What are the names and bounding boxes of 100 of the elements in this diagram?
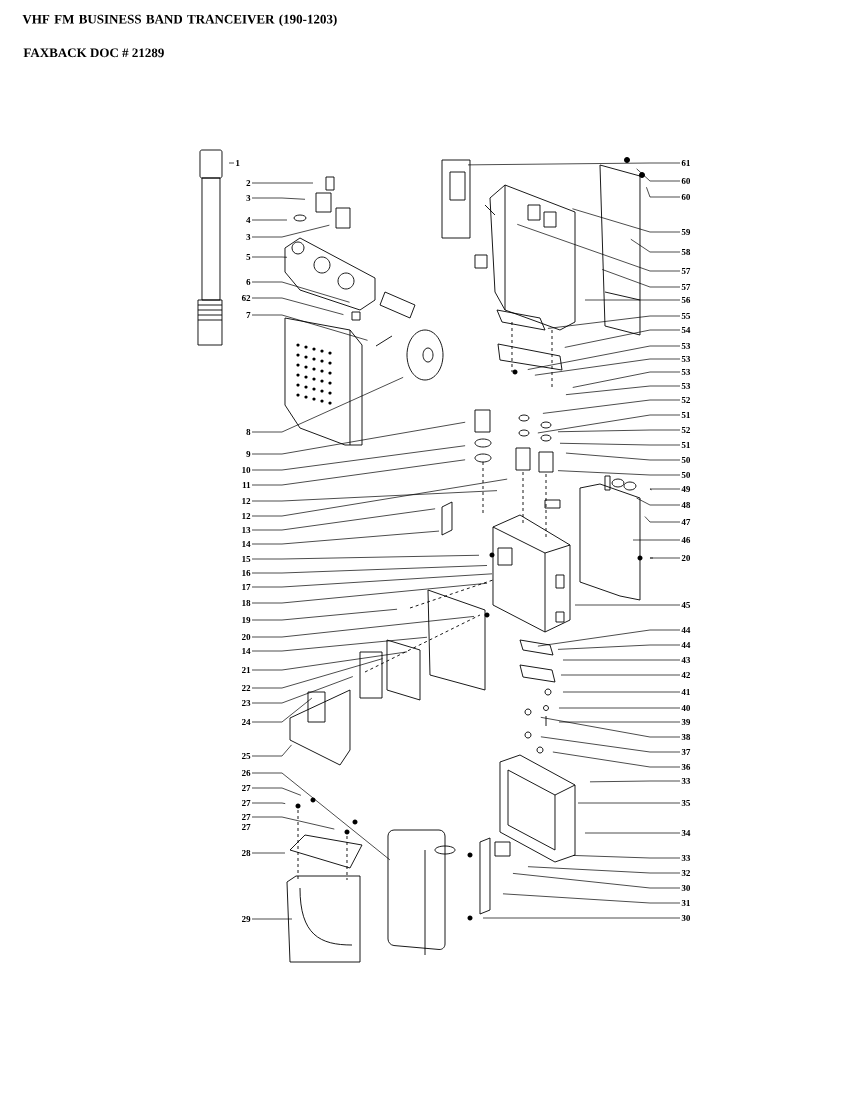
leader-line	[564, 329, 681, 348]
leader-line	[251, 582, 488, 604]
callout-number: 57	[681, 284, 691, 290]
leader-line	[601, 269, 681, 288]
leader-line	[251, 816, 335, 830]
callout-number: 35	[681, 800, 691, 807]
callout-number: 39	[681, 719, 691, 726]
callout-number: 62	[241, 295, 251, 302]
callout-number: 61	[681, 160, 690, 167]
leader-line	[251, 508, 436, 531]
leader-line	[572, 371, 681, 388]
leader-line	[251, 608, 398, 621]
callout-number: 37	[681, 749, 691, 756]
leader-line	[251, 314, 368, 341]
leader-line	[251, 636, 428, 652]
leader-line	[251, 256, 288, 258]
leader-line	[251, 459, 466, 486]
callout-number: 27	[242, 824, 251, 830]
leader-line	[557, 429, 681, 433]
callout-number: 5	[246, 254, 251, 260]
leader-line	[251, 787, 302, 796]
callout-number: 50	[681, 471, 691, 479]
callout-number: 55	[681, 313, 691, 319]
callout-number: 54	[681, 327, 691, 333]
leader-line	[632, 539, 681, 541]
leader-line	[636, 168, 681, 182]
callout-number: 23	[242, 700, 251, 707]
leader-line	[540, 736, 681, 753]
callout-number: 27	[242, 800, 251, 806]
leader-line	[251, 554, 480, 560]
callout-number: 29	[242, 916, 251, 923]
leader-line	[649, 557, 681, 559]
callout-number: 27	[242, 814, 251, 820]
callout-number: 14	[242, 541, 251, 547]
leader-line	[482, 917, 681, 919]
leader-line	[537, 629, 681, 647]
callout-number: 57	[681, 268, 691, 274]
leader-line	[527, 866, 681, 874]
callout-number: 30	[681, 884, 691, 892]
callout-number: 40	[681, 704, 691, 712]
callout-number: 53	[681, 383, 691, 390]
leader-line	[630, 238, 681, 253]
leader-line	[584, 299, 681, 301]
leader-line	[558, 721, 681, 723]
callout-number: 43	[681, 657, 691, 664]
leader-line	[251, 281, 350, 303]
leader-line	[251, 744, 292, 757]
callout-number: 48	[681, 501, 691, 509]
leader-line	[251, 697, 313, 723]
callout-number: 47	[681, 519, 691, 525]
callout-number: 53	[681, 343, 691, 350]
callout-number: 59	[681, 229, 691, 236]
leader-line	[562, 659, 681, 661]
callout-number: 56	[681, 297, 691, 304]
callout-number: 33	[681, 855, 691, 862]
leader-line	[547, 315, 681, 329]
callout-number: 18	[242, 599, 251, 607]
leader-line	[534, 358, 681, 376]
leader-line	[527, 345, 681, 370]
callout-number: 19	[242, 617, 251, 624]
leader-line	[589, 780, 681, 783]
leader-line	[537, 414, 681, 434]
callout-number: 30	[681, 914, 691, 922]
leader-line	[572, 855, 681, 859]
leader-line	[644, 516, 681, 523]
callout-number: 45	[681, 602, 691, 608]
leader-line	[251, 445, 466, 471]
callout-number: 2	[246, 180, 251, 186]
leader-line	[577, 802, 681, 804]
leader-line	[565, 452, 681, 461]
leader-line	[251, 772, 391, 861]
callout-number: 10	[242, 466, 251, 474]
leader-line	[512, 873, 681, 889]
callout-number: 3	[246, 234, 251, 241]
leader-line	[251, 297, 344, 315]
callout-number: 26	[242, 770, 251, 777]
leader-line	[251, 182, 314, 184]
doc-number: FAXBACK DOC # 21289	[23, 48, 164, 58]
callout-number: 4	[246, 217, 251, 223]
leader-line	[251, 490, 498, 502]
leader-line	[251, 658, 383, 689]
callout-number: 25	[242, 753, 251, 760]
leader-line	[251, 802, 286, 804]
callout-number: 12	[242, 513, 251, 519]
leader-line	[251, 530, 440, 545]
leader-line	[540, 716, 681, 738]
callout-number: 11	[242, 482, 251, 488]
callout-number: 51	[681, 412, 690, 419]
leader-line	[251, 918, 293, 920]
callout-number: 28	[242, 849, 251, 857]
callout-number: 1	[236, 160, 240, 166]
leader-line	[572, 208, 681, 233]
callout-number: 46	[681, 537, 691, 544]
callout-number: 7	[246, 312, 251, 318]
leader-line	[502, 893, 681, 904]
callout-number: 8	[246, 428, 251, 436]
callout-number: 6	[246, 279, 251, 286]
leader-line	[251, 224, 330, 238]
leader-line	[251, 651, 408, 671]
callout-number: 32	[681, 870, 690, 877]
